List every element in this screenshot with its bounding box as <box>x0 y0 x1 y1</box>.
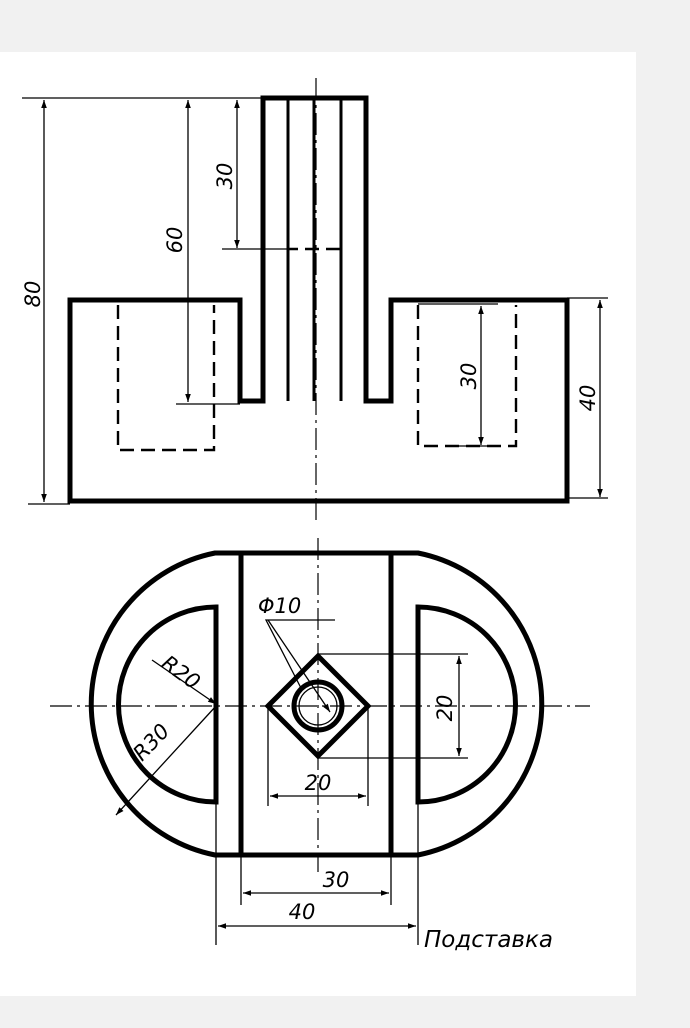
dim-text-80: 80 <box>21 281 45 308</box>
dim-text-r20: R20 <box>157 651 205 695</box>
left-pocket-hidden <box>116 305 216 452</box>
left-pocket-top <box>116 604 219 805</box>
dim-text-30-pocket: 30 <box>457 363 481 390</box>
dim-text-square-width: 20 <box>305 771 332 795</box>
pillar-hidden-hole <box>286 98 343 251</box>
dim-text-slot-width: 40 <box>289 900 316 924</box>
front-view: 80 60 30 30 40 <box>21 78 608 520</box>
r30-leader <box>115 705 217 816</box>
dim-text-30-top: 30 <box>213 163 237 190</box>
top-view: Φ10 R20 R30 20 20 30 40 Подставка <box>50 538 590 953</box>
right-pocket-top <box>415 604 518 805</box>
drawing-caption: Подставка <box>424 927 553 953</box>
front-view-outline <box>67 95 570 504</box>
dim-text-diameter: Φ10 <box>258 594 301 618</box>
diameter-leader <box>264 619 335 691</box>
diameter-leader-arrow <box>267 619 331 713</box>
top-view-outline <box>88 550 545 858</box>
r20-leader <box>151 659 217 705</box>
dim-text-40-base: 40 <box>576 385 600 412</box>
dim-text-60: 60 <box>163 227 187 254</box>
dim-text-pillar-width: 30 <box>323 868 350 892</box>
dim-text-square-height: 20 <box>433 695 457 722</box>
